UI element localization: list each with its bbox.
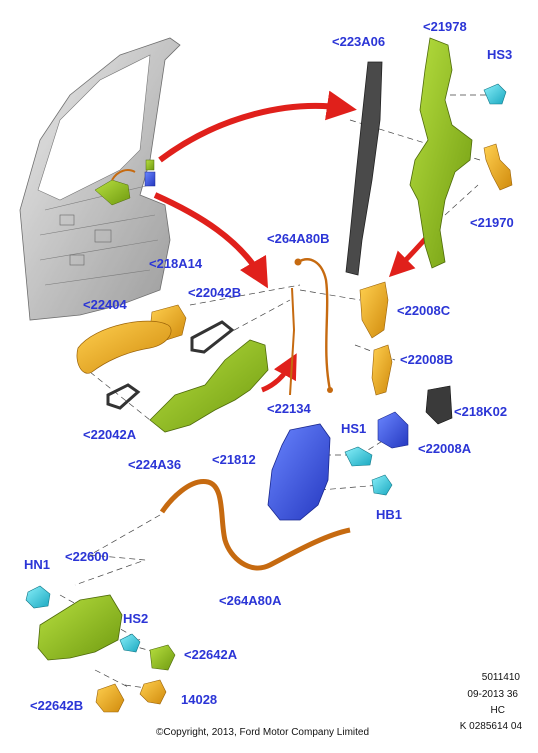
part-HS1-bolt bbox=[344, 446, 373, 467]
label-HB1: HB1 bbox=[376, 507, 403, 522]
label-22642B: <22642B bbox=[30, 698, 84, 713]
part-14028-connector bbox=[139, 679, 167, 705]
label-218A14: <218A14 bbox=[149, 256, 203, 271]
label-14028: 14028 bbox=[181, 692, 218, 707]
part-218K02-cover bbox=[425, 385, 453, 425]
label-22042B: <22042B bbox=[188, 285, 242, 300]
label-264A80A: <264A80A bbox=[219, 593, 282, 608]
label-22042A: <22042A bbox=[83, 427, 137, 442]
label-22008A: <22008A bbox=[418, 441, 472, 456]
part-22404-handle bbox=[76, 320, 172, 374]
label-264A80B: <264A80B bbox=[267, 231, 330, 246]
label-22600: <22600 bbox=[65, 549, 109, 564]
part-22642B-cap bbox=[95, 683, 125, 713]
part-21970-bracket bbox=[483, 143, 513, 191]
label-21812: <21812 bbox=[212, 452, 256, 467]
part-22008A-striker bbox=[377, 411, 409, 449]
part-21812-lock bbox=[267, 423, 331, 521]
part-HN1-nut bbox=[25, 585, 51, 609]
ref-catalog: K 0285614 04 bbox=[459, 721, 522, 732]
part-264A80A-cable bbox=[159, 479, 351, 571]
label-218K02: <218K02 bbox=[454, 404, 508, 419]
part-22642A-piece bbox=[149, 644, 176, 671]
ref-code: HC bbox=[490, 705, 505, 716]
door-shell bbox=[19, 37, 181, 321]
part-HB1-bolt bbox=[371, 474, 393, 496]
label-223A06: <223A06 bbox=[332, 34, 386, 49]
ref-number: 5011410 bbox=[481, 672, 520, 683]
part-HS2-screw bbox=[119, 633, 141, 653]
part-22008B-bracket bbox=[371, 344, 393, 396]
part-21978-regulator bbox=[409, 37, 473, 269]
copyright: ©Copyright, 2013, Ford Motor Company Lim… bbox=[156, 727, 370, 738]
label-224A36: <224A36 bbox=[128, 457, 182, 472]
part-22042A-gasket bbox=[106, 383, 141, 410]
label-22642A: <22642A bbox=[184, 647, 238, 662]
part-22134-rod bbox=[289, 287, 296, 396]
part-264A80B-cable bbox=[297, 258, 332, 391]
label-21978: <21978 bbox=[423, 19, 467, 34]
part-223A06-window-channel bbox=[345, 61, 383, 276]
label-22008B: <22008B bbox=[400, 352, 454, 367]
label-21970: <21970 bbox=[470, 215, 514, 230]
part-22600-carrier bbox=[37, 594, 123, 661]
part-HS3-bolt bbox=[483, 83, 507, 105]
ref-date: 09-2013 36 bbox=[467, 689, 518, 700]
label-22008C: <22008C bbox=[397, 303, 451, 318]
label-22134: <22134 bbox=[267, 401, 311, 416]
label-HS1: HS1 bbox=[341, 421, 367, 436]
callout-arrows bbox=[153, 90, 437, 393]
label-HS2: HS2 bbox=[123, 611, 149, 626]
label-HN1: HN1 bbox=[24, 557, 51, 572]
label-HS3: HS3 bbox=[487, 47, 513, 62]
part-224A36-bracket bbox=[149, 339, 269, 433]
part-22008C-bracket bbox=[359, 281, 389, 339]
part-22042B-gasket bbox=[190, 320, 235, 354]
label-22404: <22404 bbox=[83, 297, 127, 312]
